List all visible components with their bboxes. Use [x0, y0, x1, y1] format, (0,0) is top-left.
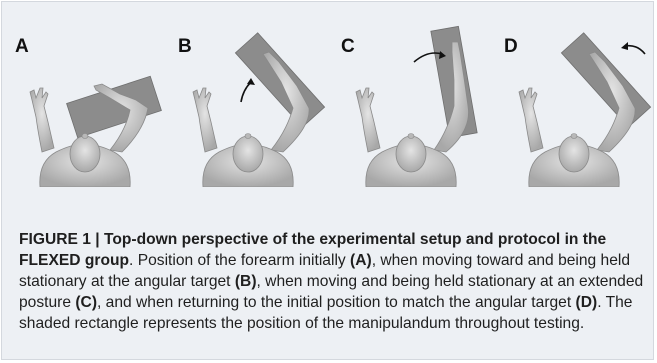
nose — [245, 134, 251, 139]
panel-a: A — [2, 2, 165, 187]
left-arm — [519, 88, 543, 152]
nose — [82, 134, 88, 139]
nose — [571, 134, 577, 139]
caption-ref-a: (A) — [350, 252, 372, 269]
arrow-head-icon — [621, 42, 628, 50]
motion-arrow — [241, 82, 251, 102]
head — [559, 136, 589, 172]
head — [70, 136, 100, 172]
figure-caption: FIGURE 1 | Top-down perspective of the e… — [19, 229, 647, 334]
panel-d-illustration — [491, 2, 654, 187]
caption-ref-b: (B) — [235, 273, 257, 290]
nose — [408, 134, 414, 139]
panel-d: D — [491, 2, 654, 187]
panel-c: C — [328, 2, 491, 187]
panel-b: B — [165, 2, 328, 187]
arrow-head-icon — [247, 78, 255, 85]
panel-a-illustration — [2, 2, 165, 187]
caption-text-1: . Position of the forearm initially — [129, 252, 350, 269]
figure-label: FIGURE 1 | — [19, 231, 104, 248]
left-arm — [30, 88, 54, 152]
head — [396, 136, 426, 172]
left-arm — [356, 88, 380, 152]
caption-text-4: , and when returning to the initial posi… — [97, 294, 576, 311]
panel-b-illustration — [165, 2, 328, 187]
panel-c-illustration — [328, 2, 491, 187]
head — [233, 136, 263, 172]
caption-ref-d: (D) — [576, 294, 598, 311]
caption-ref-c: (C) — [75, 294, 97, 311]
left-arm — [193, 88, 217, 152]
figure-panels: A — [2, 2, 655, 187]
